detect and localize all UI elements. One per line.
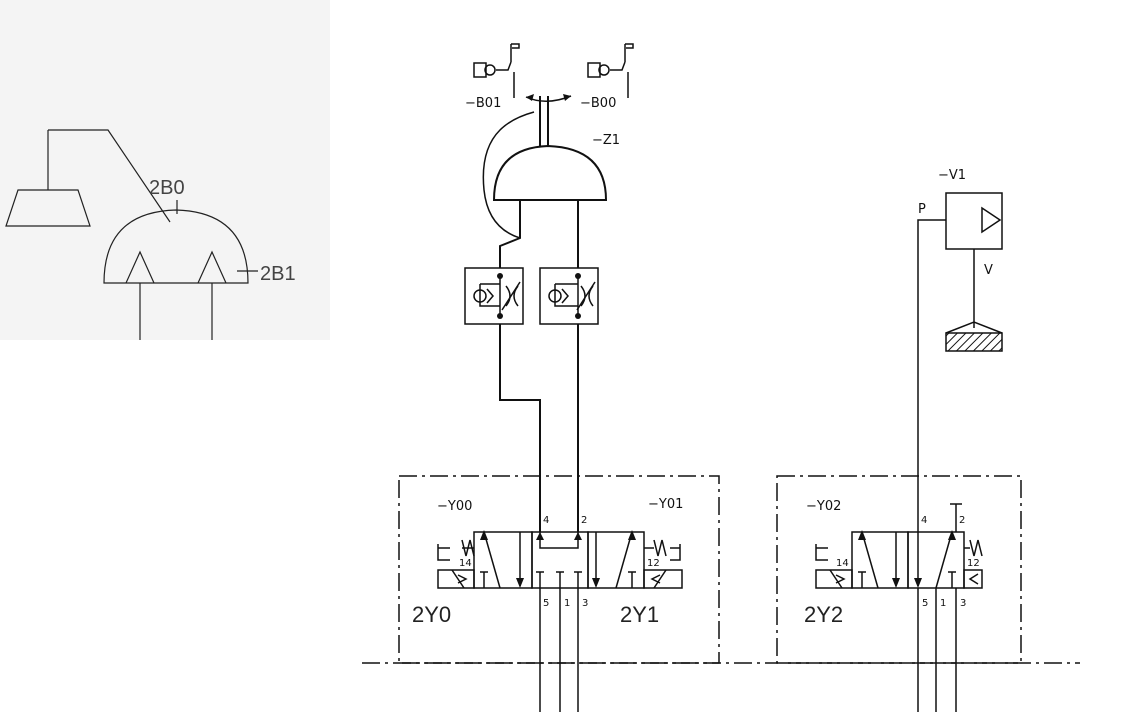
valve-a-right-block [628,571,636,588]
valve-b-pilot-12: 12 [967,558,980,569]
valve-a-supply-lines [539,588,579,712]
valve-a-center-blocks [536,571,582,588]
sensor-label: 2B1 [260,263,296,285]
valve-a-right-tag: −Y01 [648,497,683,512]
spring-icon [461,539,475,557]
vacuum-p-line [917,219,946,532]
manual-override-icon [437,544,450,561]
pilot-return-icon [963,569,983,589]
valve-a-piping [499,200,579,532]
valve-b-port-5: 5 [922,598,928,609]
valve-a-coil-left-name: 2Y0 [412,602,451,627]
roller-limit-switch-icon [473,43,520,98]
valve-a-port-2: 2 [581,515,587,526]
rotary-actuator: −Z1 [482,96,620,239]
manual-override-icon [670,544,681,561]
limit-switch-left: −B01 [465,43,520,111]
flow-control-left [464,267,524,325]
spring-icon [969,539,983,557]
vacuum-port-v: V [984,263,993,278]
valve-b-port-2-plug [950,503,962,532]
valve-b-port-2: 2 [959,515,965,526]
line-a-lower [499,318,541,532]
valve-b-port-1: 1 [940,598,946,609]
vacuum-ejector-icon [945,192,1003,250]
actuator-shaft [539,96,549,146]
valve-a-right-solenoid: 12 [643,539,683,589]
valve-a-port-3: 3 [582,598,588,609]
solenoid-coil-icon [815,569,853,589]
rotary-actuator-icon [492,144,608,201]
valve-b-left-solenoid: 14 [815,544,853,589]
roller-limit-switch-icon [587,43,634,98]
valve-b-pilot-14: 14 [836,558,849,569]
line-a-upper [499,200,521,272]
limit-switch-left-label: −B01 [465,96,501,111]
valve-b-tag: −Y02 [806,499,841,514]
valve-a-left-tag: −Y00 [437,499,472,514]
valve-b-port-4: 4 [921,515,927,526]
gripper-detail-inset: 2B0 2B1 [0,0,330,340]
valve-a-port-4: 4 [543,515,549,526]
flow-control-right [539,267,599,325]
vacuum-generator: −V1 P V [917,168,1003,532]
valve-a-port-5: 5 [543,598,549,609]
vacuum-port-p: P [918,202,926,217]
spring-icon [653,539,667,557]
suction-pad-icon [5,189,91,227]
solenoid-coil-left-icon [437,569,475,589]
valve-a-center-bridge [539,532,579,549]
valve-a-left-block [480,571,488,588]
valve-b-right-return: 12 [963,539,983,589]
gripper-dome-icon [103,209,249,284]
suction-cup-icon [945,321,1003,352]
limit-switch-right-label: −B00 [580,96,616,111]
actuator-label: −Z1 [592,133,620,148]
vacuum-label: −V1 [938,168,966,183]
ejector-triangle [981,206,1002,234]
valve-a-right-diag [615,531,633,589]
sensor-head-label: 2B0 [149,177,185,199]
pad-leader [48,129,171,223]
rotation-arrow-left-icon [526,94,534,101]
limit-switch-right: −B00 [580,43,634,111]
valve-a-pilot-14: 14 [459,558,472,569]
valve-b-supply-lines [917,588,957,712]
rotation-arrow-right-icon [563,94,571,101]
manual-override-icon [815,544,828,561]
valve-a-port-1: 1 [564,598,570,609]
valve-b: −Y02 4 2 14 12 [776,475,1022,712]
valve-a: −Y00 −Y01 4 2 14 [398,475,720,712]
valve-a-left-solenoid: 14 [437,539,475,589]
valve-b-port-3: 3 [960,598,966,609]
valve-a-left-diag [483,531,501,589]
inset-background [0,0,330,340]
valve-a-pilot-12: 12 [647,558,660,569]
valve-a-coil-right-name: 2Y1 [620,602,659,627]
valve-b-coil-name: 2Y2 [804,602,843,627]
gripper-lines [139,283,213,340]
jaw-left-icon [125,250,155,284]
jaw-right-icon [197,250,227,284]
actuator-feedback-loop [482,111,535,239]
valve-b-box-left [851,531,909,589]
solenoid-coil-right-icon [643,569,683,589]
